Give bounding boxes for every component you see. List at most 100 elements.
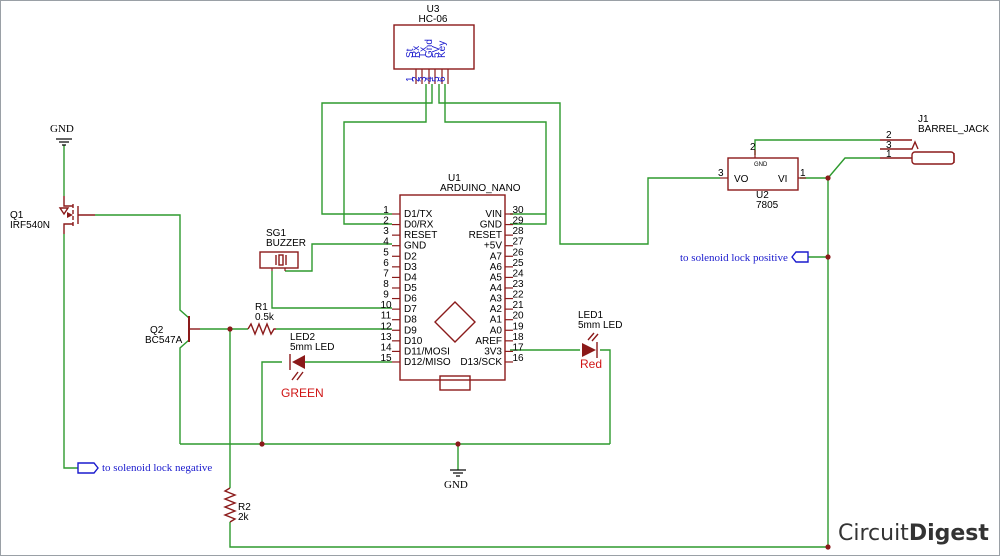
gnd-symbol-top: GND: [50, 123, 74, 146]
regulator-vi-label: VI: [778, 174, 787, 185]
nano-pin-number: 4: [383, 237, 389, 248]
net-label-solenoid-positive: to solenoid lock positive: [680, 251, 809, 264]
nano-pin-label: D4: [404, 272, 417, 283]
jack-pin-number: 1: [886, 149, 892, 160]
led-red: LED1 5mm LED Red: [578, 310, 622, 371]
led1-arrow: [587, 332, 595, 341]
nano-pin-label: D0/RX: [404, 220, 434, 231]
led1-ref: LED1: [578, 310, 603, 321]
nano-value: ARDUINO_NANO: [440, 183, 521, 194]
nano-pin-label: D3: [404, 262, 417, 273]
hc06-value: HC-06: [419, 14, 448, 25]
hc06-pin-label: 5V: [431, 45, 442, 58]
jack-barrel: [911, 151, 955, 165]
jack-pin-line: [880, 140, 919, 150]
r1-zigzag: [247, 322, 276, 336]
q1-source-lead: [63, 223, 73, 234]
nano-pin-label: +5V: [484, 241, 502, 252]
nano-pin-label: D5: [404, 283, 417, 294]
q1-ref: Q1: [10, 210, 24, 221]
nano-pin-label: A5: [490, 272, 503, 283]
led2-ref: LED2: [290, 332, 315, 343]
nano-pin-number: 5: [383, 247, 389, 258]
transistor-q2: Q2 BC547A: [145, 316, 200, 346]
hc06-pin-number: 4: [424, 76, 435, 82]
wire-q1-drain: [63, 234, 78, 469]
nano-pin-label: D6: [404, 294, 417, 305]
nano-pin-label: A2: [490, 304, 503, 315]
nano-pin-number: 25: [512, 258, 524, 269]
nano-pin-label: RESET: [404, 230, 437, 241]
nano-pin-number: 9: [383, 290, 389, 301]
nano-pin-label: A7: [490, 251, 503, 262]
wire-bt-tx-d0: [321, 84, 433, 215]
r2-ref: R2: [238, 502, 251, 513]
nano-pin-label: GND: [404, 241, 426, 252]
q2-ref: Q2: [150, 325, 164, 336]
nano-pin-number: 11: [381, 311, 392, 322]
nano-pin-number: 26: [512, 247, 524, 258]
q1-diode: [58, 207, 70, 216]
nano-pin-label: D1/TX: [404, 209, 433, 220]
hc06-pin-label: Key: [437, 41, 448, 58]
nano-pin-label: A3: [490, 294, 503, 305]
net-flag-icon: [77, 462, 99, 474]
jack-value: BARREL_JACK: [918, 124, 989, 135]
wire-r2-bottom: [229, 522, 828, 548]
resistor-r2: R2 2k: [223, 487, 251, 523]
led1-color-label: Red: [580, 357, 602, 371]
led1-value: 5mm LED: [578, 320, 622, 331]
nano-pin-number: 12: [380, 321, 392, 332]
logo-text: CircuitDigest: [838, 521, 989, 546]
q1-value: IRF540N: [10, 220, 50, 231]
nano-pin-number: 30: [512, 205, 524, 216]
led2-color-label: GREEN: [281, 386, 324, 400]
junction-dot: [455, 441, 461, 447]
junction-dot: [825, 175, 831, 181]
regulator-body: [727, 157, 799, 191]
mosfet-q1: Q1 IRF540N: [10, 196, 95, 234]
led2-arrow: [296, 371, 304, 381]
jack-pin-number: 2: [886, 130, 892, 141]
regulator-pin1-number: 1: [800, 168, 806, 179]
regulator-7805: VO VI GND 3 1 2 U2 7805: [718, 142, 806, 211]
nano-pin-number: 17: [512, 342, 524, 353]
junctions: [227, 175, 831, 550]
nano-pin-number: 18: [512, 332, 524, 343]
regulator-ref: U2: [756, 190, 769, 201]
buzzer-body: [259, 251, 299, 269]
nano-pin-number: 3: [383, 226, 389, 237]
nano-pin-number: 24: [512, 268, 524, 279]
nano-usb: [439, 375, 471, 391]
junction-dot: [825, 254, 831, 260]
gnd-label-top: GND: [50, 123, 74, 135]
hc06-pin-number: 5: [431, 76, 442, 82]
nano-pin-label: D7: [404, 304, 417, 315]
nano-chip: [434, 301, 476, 343]
hc06-pin-number: 6: [437, 76, 448, 82]
nano-pin-number: 1: [383, 205, 389, 216]
gnd-symbol-bottom: GND: [444, 469, 468, 491]
buzzer-plate: [278, 254, 284, 266]
jack-ref: J1: [918, 114, 929, 125]
nano-pin-label: D9: [404, 325, 417, 336]
net-flag-icon: [791, 251, 809, 263]
nano-pin-label: A6: [490, 262, 503, 273]
nano-pin-number: 8: [383, 279, 389, 290]
nano-pin-number: 13: [380, 332, 392, 343]
arduino-nano: U1 ARDUINO_NANO D1/TX1D0/RX2RESET3GND4D2…: [380, 173, 524, 391]
buzzer-ref: SG1: [266, 228, 286, 239]
nano-pin-number: 23: [512, 279, 524, 290]
nano-pin-label: D11/MOSI: [404, 346, 450, 357]
wire-bt-rx-d1: [343, 84, 427, 225]
nano-pin-label: D2: [404, 251, 417, 262]
wire-green-led-gnd: [261, 361, 282, 444]
nano-pin-number: 29: [512, 216, 524, 227]
q1-arrow: [67, 212, 73, 218]
nano-pin-label: D12/MISO: [404, 357, 451, 368]
hc06-pin-label: Gnd: [424, 39, 435, 58]
nano-pin-number: 20: [512, 311, 524, 322]
